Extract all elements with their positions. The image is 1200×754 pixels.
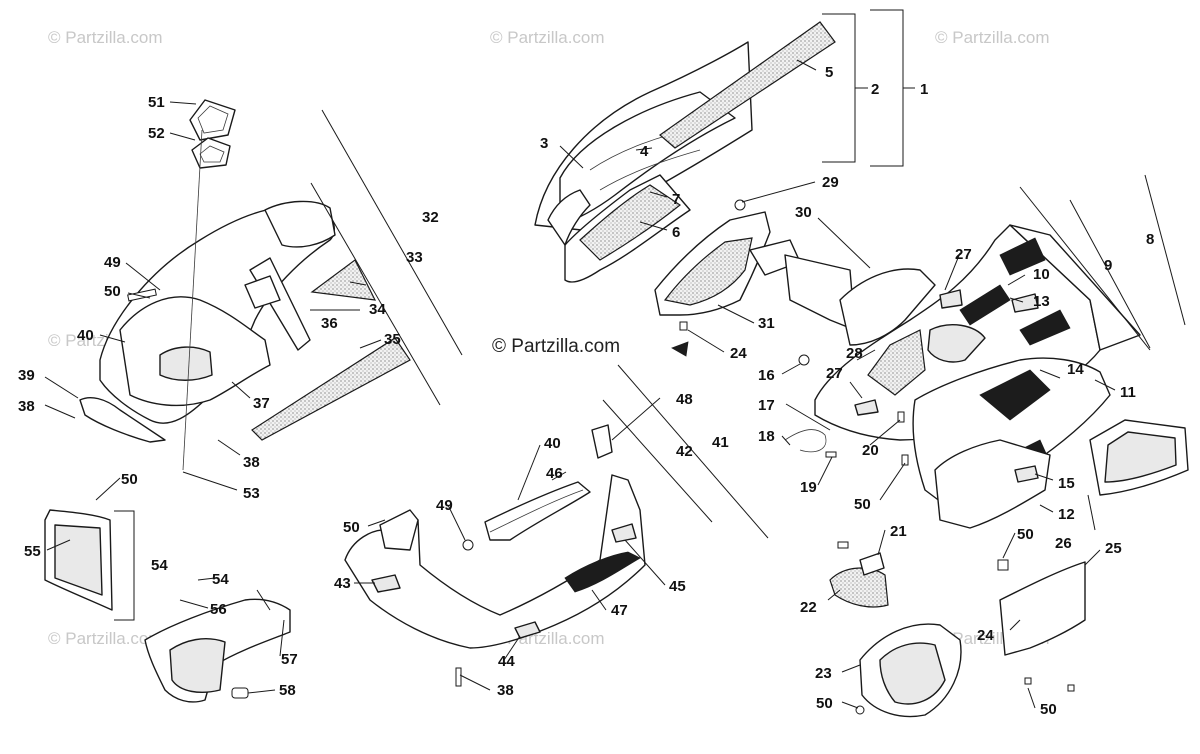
callout-50b: 50 (121, 471, 138, 488)
callout-56: 56 (210, 601, 227, 618)
belly-pan-assembly (344, 424, 646, 687)
callout-32: 32 (422, 209, 439, 226)
callout-58: 58 (279, 682, 296, 699)
callout-27b: 27 (826, 365, 843, 382)
callout-50c: 50 (343, 519, 360, 536)
callout-19: 19 (800, 479, 817, 496)
callout-8: 8 (1146, 231, 1154, 248)
watermark: © Partzilla.com (48, 629, 163, 648)
callout-33: 33 (406, 249, 423, 266)
callout-16: 16 (758, 367, 775, 384)
callout-26: 26 (1055, 535, 1072, 552)
callout-12: 12 (1058, 506, 1075, 523)
callout-22: 22 (800, 599, 817, 616)
callout-49: 49 (104, 254, 121, 271)
callout-23: 23 (815, 665, 832, 682)
callout-17: 17 (758, 397, 775, 414)
callout-41: 41 (712, 434, 729, 451)
callout-45: 45 (669, 578, 686, 595)
bracket-lines (114, 9, 1186, 621)
callout-21: 21 (890, 523, 907, 540)
callout-46: 46 (546, 465, 563, 482)
callout-7: 7 (672, 191, 680, 208)
callout-38b: 38 (243, 454, 260, 471)
callout-34: 34 (369, 301, 386, 318)
callout-57: 57 (281, 651, 298, 668)
callout-24: 24 (730, 345, 747, 362)
callout-49b: 49 (436, 497, 453, 514)
callout-40b: 40 (544, 435, 561, 452)
callout-15: 15 (1058, 475, 1075, 492)
callout-10: 10 (1033, 266, 1050, 283)
callout-24b: 24 (977, 627, 994, 644)
callout-31: 31 (758, 315, 775, 332)
callout-44: 44 (498, 653, 515, 670)
callout-48: 48 (676, 391, 693, 408)
callout-37: 37 (253, 395, 270, 412)
callout-54b: 54 (212, 571, 229, 588)
callout-3: 3 (540, 135, 548, 152)
leader-lines (44, 59, 1116, 709)
callout-43: 43 (334, 575, 351, 592)
callout-50g: 50 (1040, 701, 1057, 718)
callout-4: 4 (640, 143, 649, 160)
callout-5: 5 (825, 64, 833, 81)
watermark: © Partzilla.com (490, 28, 605, 47)
callout-51: 51 (148, 94, 165, 111)
callout-9: 9 (1104, 257, 1112, 274)
callout-28: 28 (846, 345, 863, 362)
callout-1: 1 (920, 81, 928, 98)
callout-54: 54 (151, 557, 168, 574)
callout-40: 40 (77, 327, 94, 344)
callout-30: 30 (795, 204, 812, 221)
callout-20: 20 (862, 442, 879, 459)
callout-11: 11 (1120, 384, 1136, 401)
callout-52: 52 (148, 125, 165, 142)
callout-39: 39 (18, 367, 35, 384)
callout-38c: 38 (497, 682, 514, 699)
watermark: © Partzilla.com (48, 28, 163, 47)
side-panel-assembly (44, 509, 291, 703)
side-panel-center (654, 199, 801, 357)
watermark-center: © Partzilla.com (492, 336, 620, 357)
windshield-assembly (534, 21, 836, 283)
callout-13: 13 (1033, 293, 1050, 310)
callout-53: 53 (243, 485, 260, 502)
callout-labels: 1 2 3 4 5 6 7 8 9 10 11 12 13 14 15 16 1… (18, 64, 1154, 718)
callout-50e: 50 (1017, 526, 1034, 543)
callout-50: 50 (104, 283, 121, 300)
callout-27: 27 (955, 246, 972, 263)
callout-25: 25 (1105, 540, 1122, 557)
callout-50f: 50 (816, 695, 833, 712)
watermark: © Partzilla.com (935, 28, 1050, 47)
callout-55: 55 (24, 543, 41, 560)
callout-50d: 50 (854, 496, 871, 513)
callout-2: 2 (871, 81, 879, 98)
callout-36: 36 (321, 315, 338, 332)
callout-47: 47 (611, 602, 628, 619)
callout-35: 35 (384, 331, 401, 348)
callout-38: 38 (18, 398, 35, 415)
callout-6: 6 (672, 224, 680, 241)
hood-assembly (79, 99, 411, 471)
vent-assembly (829, 541, 1086, 718)
callout-14: 14 (1067, 361, 1084, 378)
callout-18: 18 (758, 428, 775, 445)
right-panel-assembly (784, 224, 1189, 529)
callout-42: 42 (676, 443, 693, 460)
callout-29: 29 (822, 174, 839, 191)
